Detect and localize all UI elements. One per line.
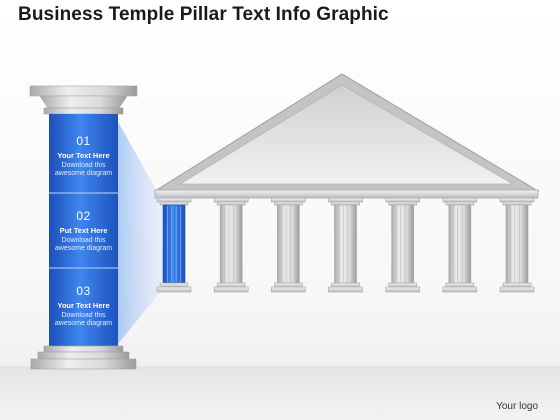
column-capital-neck bbox=[274, 201, 303, 206]
column-capital-neck bbox=[331, 201, 360, 206]
column-base-neck bbox=[331, 282, 360, 288]
temple-column bbox=[499, 197, 535, 293]
column-capital-neck bbox=[388, 201, 417, 206]
page-title: Business Temple Pillar Text Info Graphic bbox=[18, 4, 389, 25]
temple-entablature bbox=[154, 189, 539, 199]
section-number: 01 bbox=[76, 134, 91, 148]
pillar-section-2: 02 Put Text Here Download this awesome d… bbox=[50, 203, 117, 277]
column-base-neck bbox=[445, 282, 475, 288]
temple-column bbox=[271, 197, 306, 293]
column-base bbox=[156, 286, 192, 293]
column-shaft bbox=[277, 204, 300, 284]
temple-roof-inner bbox=[178, 84, 515, 185]
column-base bbox=[271, 286, 306, 293]
column-base-neck bbox=[502, 282, 532, 288]
column-shaft bbox=[505, 204, 529, 284]
temple-column bbox=[328, 197, 363, 293]
floor bbox=[0, 366, 560, 420]
temple-column bbox=[442, 197, 478, 293]
section-number: 02 bbox=[76, 209, 91, 223]
column-capital-neck bbox=[445, 201, 475, 206]
column-base bbox=[385, 286, 420, 293]
column-shaft-highlighted bbox=[162, 204, 186, 284]
column-base-neck bbox=[388, 282, 417, 288]
big-pillar-capital-top bbox=[29, 85, 138, 97]
section-heading: Your Text Here bbox=[57, 151, 110, 160]
big-pillar bbox=[29, 85, 138, 370]
column-shaft bbox=[391, 204, 414, 284]
column-base-neck bbox=[159, 282, 189, 288]
column-base bbox=[442, 286, 478, 293]
section-body: Download this awesome diagram bbox=[54, 162, 113, 177]
column-shaft bbox=[448, 204, 472, 284]
column-shaft bbox=[334, 204, 357, 284]
big-pillar-base-mid bbox=[37, 351, 130, 360]
column-capital bbox=[271, 197, 306, 203]
pillar-section-3: 03 Your Text Here Download this awesome … bbox=[50, 278, 117, 352]
big-pillar-capital-scroll bbox=[39, 95, 128, 109]
highlight-beam bbox=[117, 120, 162, 345]
column-base bbox=[328, 286, 363, 293]
temple bbox=[153, 73, 540, 293]
temple-column bbox=[213, 197, 249, 293]
column-capital bbox=[156, 197, 192, 203]
temple-column bbox=[156, 197, 192, 293]
section-heading: Your Text Here bbox=[57, 301, 110, 310]
temple-columns bbox=[156, 197, 535, 293]
big-pillar-capital-neck bbox=[43, 107, 124, 115]
logo-text: Your logo bbox=[496, 401, 538, 412]
column-capital-neck bbox=[216, 201, 246, 206]
column-capital-neck bbox=[159, 201, 189, 206]
temple-column bbox=[385, 197, 420, 293]
column-base-neck bbox=[274, 282, 303, 288]
column-base bbox=[213, 286, 249, 293]
section-body: Download this awesome diagram bbox=[54, 237, 113, 252]
big-pillar-shaft bbox=[49, 114, 118, 346]
column-capital bbox=[499, 197, 535, 203]
column-capital-neck bbox=[502, 201, 532, 206]
column-base bbox=[499, 286, 535, 293]
big-pillar-plinth bbox=[30, 358, 137, 370]
column-capital bbox=[385, 197, 420, 203]
section-heading: Put Text Here bbox=[59, 226, 108, 235]
column-capital bbox=[328, 197, 363, 203]
pillar-section-1: 01 Your Text Here Download this awesome … bbox=[50, 128, 117, 202]
section-number: 03 bbox=[76, 284, 91, 298]
column-capital bbox=[213, 197, 249, 203]
column-base-neck bbox=[216, 282, 246, 288]
column-shaft bbox=[219, 204, 243, 284]
section-body: Download this awesome diagram bbox=[54, 312, 113, 327]
column-capital bbox=[442, 197, 478, 203]
